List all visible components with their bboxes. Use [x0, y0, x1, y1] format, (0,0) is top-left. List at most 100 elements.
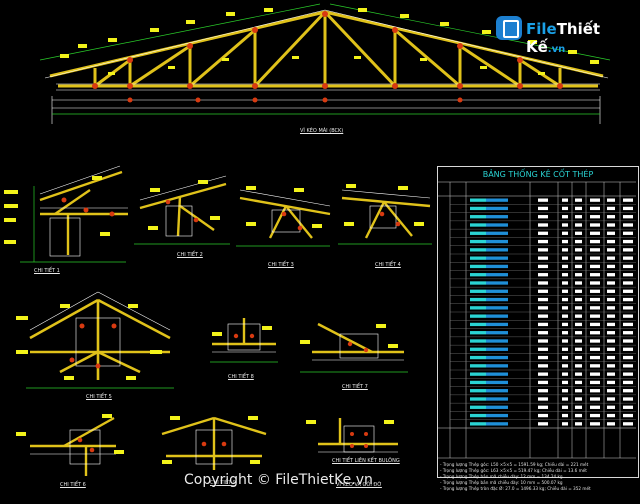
table-cell	[486, 289, 508, 293]
table-cell	[470, 355, 486, 360]
table-cell	[470, 422, 486, 426]
table-cell	[590, 380, 600, 385]
table-cell	[575, 231, 582, 235]
table-cell	[486, 206, 508, 211]
table-cell	[590, 273, 600, 277]
table-cell	[470, 331, 486, 335]
table-cell	[623, 397, 633, 401]
table-cell	[538, 223, 548, 227]
table-cell	[590, 297, 600, 302]
table-cell	[470, 248, 486, 252]
table-cell	[538, 389, 548, 393]
table-cell	[590, 413, 600, 418]
detail-9-drawing	[161, 416, 267, 470]
table-cell	[486, 306, 508, 310]
table-cell	[607, 422, 615, 426]
table-cell	[575, 413, 582, 418]
table-cell	[590, 347, 600, 351]
table-cell	[538, 215, 548, 219]
table-cell	[470, 322, 486, 327]
table-cell	[486, 422, 508, 426]
table-cell	[575, 389, 582, 393]
table-cell	[486, 223, 508, 227]
detail-4-drawing	[338, 184, 432, 245]
table-cell	[607, 281, 615, 285]
table-cell	[486, 281, 508, 285]
table-cell	[623, 206, 633, 211]
table-cell	[562, 248, 568, 252]
table-cell	[590, 331, 600, 335]
table-cell	[590, 306, 600, 310]
table-cell	[590, 248, 600, 252]
table-cell	[575, 273, 582, 277]
table-cell	[623, 389, 633, 393]
table-cell	[623, 239, 633, 244]
table-cell	[607, 231, 615, 235]
table-cell	[562, 355, 568, 360]
table-cell	[538, 314, 548, 318]
table-cell	[575, 405, 582, 409]
table-cell	[562, 331, 568, 335]
table-cell	[538, 339, 548, 343]
table-cell	[486, 314, 508, 318]
copyright-watermark: Copyright © FileThietKe.vn	[184, 472, 373, 488]
table-cell	[575, 364, 582, 368]
detail-5-drawing	[16, 291, 174, 389]
table-cell	[607, 380, 615, 385]
table-cell	[607, 289, 615, 293]
table-cell	[575, 223, 582, 227]
table-cell	[590, 256, 600, 260]
table-cell	[575, 281, 582, 285]
table-cell	[562, 206, 568, 211]
table-cell	[562, 314, 568, 318]
table-cell	[538, 364, 548, 368]
detail-6-caption: CHI TIẾT 6	[60, 482, 86, 488]
table-cell	[623, 347, 633, 351]
table-cell	[470, 239, 486, 244]
table-cell	[607, 331, 615, 335]
table-cell	[470, 306, 486, 310]
table-cell	[470, 339, 486, 343]
table-cell	[623, 364, 633, 368]
table-cell	[575, 206, 582, 211]
table-cell	[562, 223, 568, 227]
table-cell	[486, 347, 508, 351]
table-cell	[538, 289, 548, 293]
table-cell	[575, 380, 582, 385]
steel-table-grid	[438, 181, 636, 459]
table-cell	[607, 364, 615, 368]
table-cell	[562, 231, 568, 235]
table-cell	[562, 256, 568, 260]
table-cell	[590, 355, 600, 360]
table-cell	[623, 215, 633, 219]
table-cell	[607, 248, 615, 252]
table-cell	[562, 339, 568, 343]
table-cell	[562, 405, 568, 409]
table-cell	[590, 322, 600, 327]
table-cell	[486, 331, 508, 335]
table-cell	[607, 273, 615, 277]
summary-line: - Trọng lượng Thép tròn đặc Ø: 27.0 = 14…	[440, 486, 591, 491]
table-cell	[623, 322, 633, 327]
table-cell	[486, 297, 508, 302]
table-cell	[562, 297, 568, 302]
summary-line: - Trọng lượng Thép góc: L63 ×5×5 = 519.4…	[440, 468, 587, 473]
table-cell	[486, 256, 508, 260]
table-cell	[538, 331, 548, 335]
table-cell	[470, 264, 486, 269]
table-cell	[623, 355, 633, 360]
logo-word-2: Thiết Kế	[526, 20, 601, 56]
steel-statistics-table: BẢNG THỐNG KÊ CỐT THÉP	[437, 166, 639, 478]
table-cell	[607, 413, 615, 418]
table-cell	[623, 306, 633, 310]
table-cell	[590, 281, 600, 285]
detail-6-drawing	[16, 414, 124, 476]
table-cell	[538, 198, 548, 202]
table-cell	[607, 347, 615, 351]
table-cell	[470, 273, 486, 277]
table-cell	[575, 314, 582, 318]
detail-2-caption: CHI TIẾT 2	[177, 252, 203, 258]
logo-word-1: File	[526, 20, 557, 38]
table-cell	[538, 380, 548, 385]
